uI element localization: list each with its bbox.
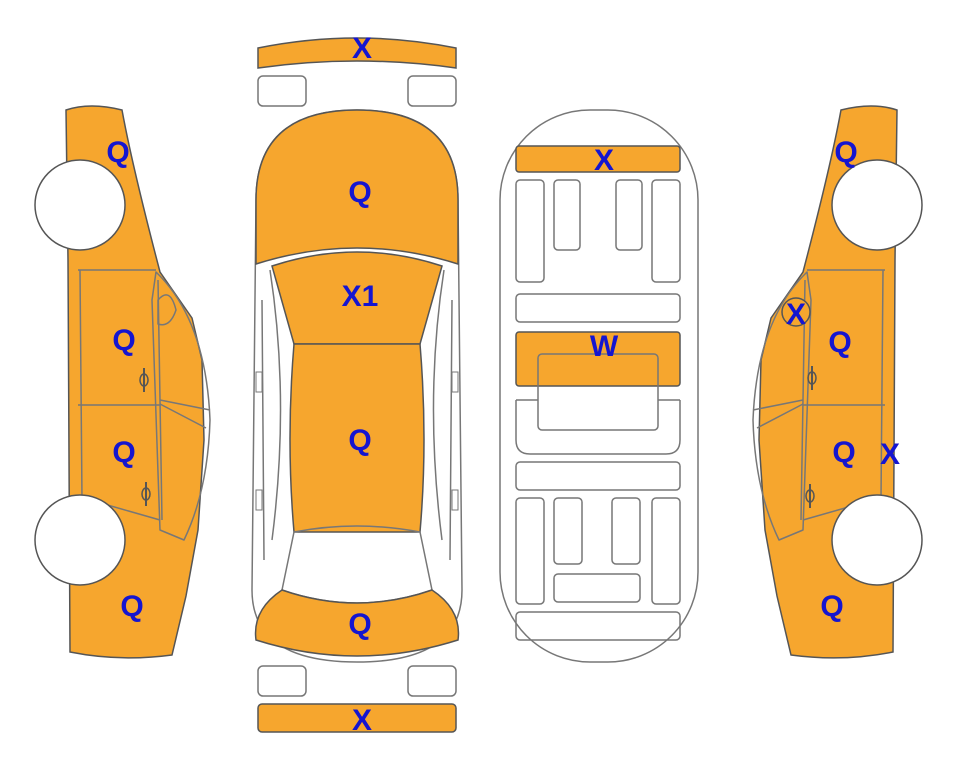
left-quarter-window xyxy=(157,294,177,326)
damage-labels: Q Q Q Q X Q X1 Q Q X X W Q X Q Q X Q xyxy=(106,32,900,737)
right-mirror-panel[interactable] xyxy=(781,297,811,327)
label-windshield: X1 xyxy=(342,280,379,313)
label-left-front-fender: Q xyxy=(106,136,129,169)
label-roof: Q xyxy=(348,424,371,457)
console-panel xyxy=(537,353,659,431)
label-front-bumper: X xyxy=(352,32,372,65)
label-right-rear-quarter: Q xyxy=(820,590,843,623)
dashboard-panel[interactable] xyxy=(515,145,681,173)
front-lamp-left xyxy=(257,75,307,107)
front-seat-right xyxy=(615,179,643,251)
windshield-panel[interactable] xyxy=(271,251,443,345)
front-seat-right-outer xyxy=(651,179,681,283)
hood-panel[interactable] xyxy=(255,109,459,266)
rear-bumper-panel[interactable] xyxy=(257,703,457,733)
rear-lamp-right xyxy=(407,665,457,697)
left-rear-wheel xyxy=(34,494,126,586)
right-beltline xyxy=(752,399,804,429)
interior-view xyxy=(499,109,699,663)
right-door-handle-rear xyxy=(805,484,815,508)
left-door-lines xyxy=(78,269,163,521)
trunk-lid-panel[interactable] xyxy=(254,589,460,657)
front-seat-left-outer xyxy=(515,179,545,283)
label-dashboard: X xyxy=(594,144,614,177)
label-right-front-door: Q xyxy=(828,326,851,359)
front-seat-left xyxy=(553,179,581,251)
right-greenhouse xyxy=(752,271,812,541)
rear-seat-left-outer xyxy=(515,497,545,605)
top-door-handle-left xyxy=(255,489,263,511)
label-floor-panel: W xyxy=(590,330,619,363)
left-door-handle-front xyxy=(139,368,149,392)
left-door-handle-rear xyxy=(141,482,151,506)
right-door-lines xyxy=(800,269,885,521)
label-trunk-lid: Q xyxy=(348,608,371,641)
top-side-glass xyxy=(261,269,453,561)
rear-seat-right-outer xyxy=(651,497,681,605)
right-door-handle-front xyxy=(807,366,817,390)
top-door-handle-right xyxy=(451,489,459,511)
left-front-wheel xyxy=(34,159,126,251)
rear-seat-left xyxy=(553,497,583,565)
right-front-wheel xyxy=(831,159,923,251)
left-side-view xyxy=(34,105,211,659)
trunk-floor xyxy=(515,611,681,641)
rear-seat-right xyxy=(611,497,641,565)
label-hood: Q xyxy=(348,176,371,209)
left-beltline xyxy=(159,399,211,429)
label-rear-bumper: X xyxy=(352,704,372,737)
rear-lamp-left xyxy=(257,665,307,697)
top-mirror-right xyxy=(451,371,459,393)
rear-seat-back xyxy=(515,461,681,491)
floor-rear-lines xyxy=(515,399,681,455)
label-right-rocker: X xyxy=(880,438,900,471)
top-mirror-left xyxy=(255,371,263,393)
right-side-view xyxy=(752,105,923,659)
left-greenhouse xyxy=(151,271,211,541)
rear-window xyxy=(281,525,433,604)
rear-seat-bottom xyxy=(553,573,641,603)
label-left-rear-door: Q xyxy=(112,436,135,469)
label-right-rear-door: Q xyxy=(832,436,855,469)
label-left-front-door: Q xyxy=(112,324,135,357)
front-seat-back xyxy=(515,293,681,323)
right-rear-wheel xyxy=(831,494,923,586)
label-right-mirror: X xyxy=(786,298,806,331)
front-lamp-right xyxy=(407,75,457,107)
label-left-rear-quarter: Q xyxy=(120,590,143,623)
label-right-front-fender: Q xyxy=(834,136,857,169)
front-bumper-panel[interactable] xyxy=(257,37,457,69)
floor-panel[interactable] xyxy=(515,331,681,387)
top-view xyxy=(251,37,463,733)
